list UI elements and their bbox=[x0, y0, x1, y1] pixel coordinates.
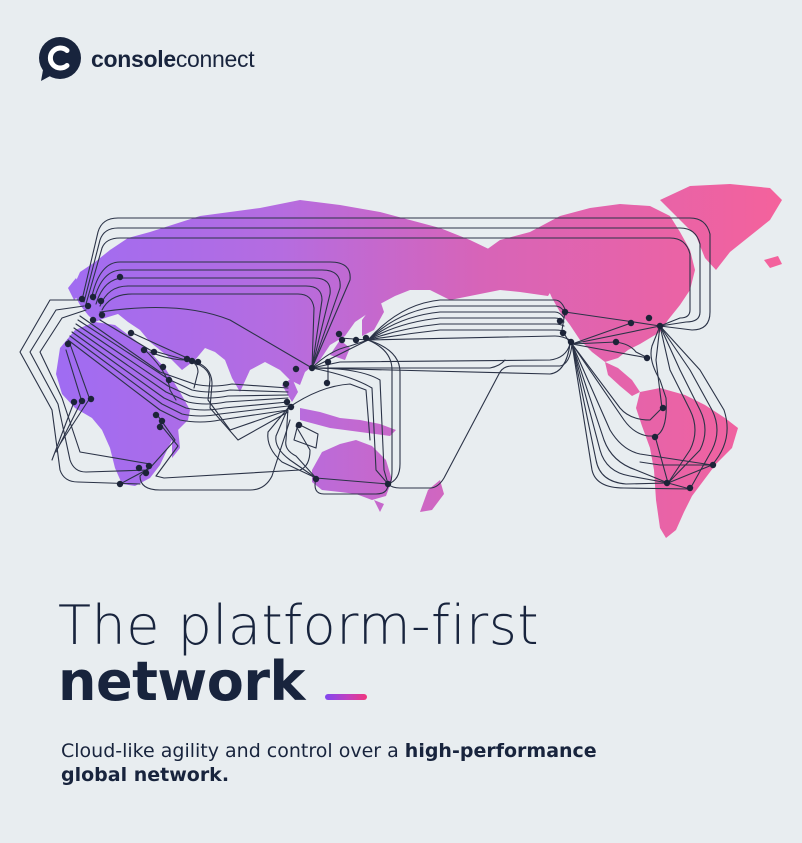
network-routes bbox=[19, 217, 728, 495]
subtext-bold-2: global network. bbox=[61, 764, 230, 786]
world-network-map bbox=[19, 184, 782, 538]
headline-line-2: network bbox=[58, 650, 305, 713]
speech-bubble-c-icon bbox=[39, 37, 81, 81]
brand-wordmark: consoleconnect bbox=[91, 45, 255, 72]
headline-line-2-row: network bbox=[58, 652, 539, 712]
subtext-regular: Cloud-like agility and control over a bbox=[61, 740, 405, 762]
subtext-bold-1: high-performance bbox=[404, 740, 597, 762]
brand-logo[interactable]: consoleconnect bbox=[37, 36, 255, 82]
headline-line-1: The platform-first bbox=[58, 594, 540, 657]
network-nodes bbox=[64, 273, 717, 492]
hero-headline: The platform-first network bbox=[58, 596, 539, 712]
gradient-accent-bar bbox=[324, 694, 367, 700]
hero-subtext: Cloud-like agility and control over a hi… bbox=[61, 739, 661, 787]
brand-name-bold: console bbox=[91, 45, 176, 72]
brand-name-light: connect bbox=[175, 45, 255, 72]
